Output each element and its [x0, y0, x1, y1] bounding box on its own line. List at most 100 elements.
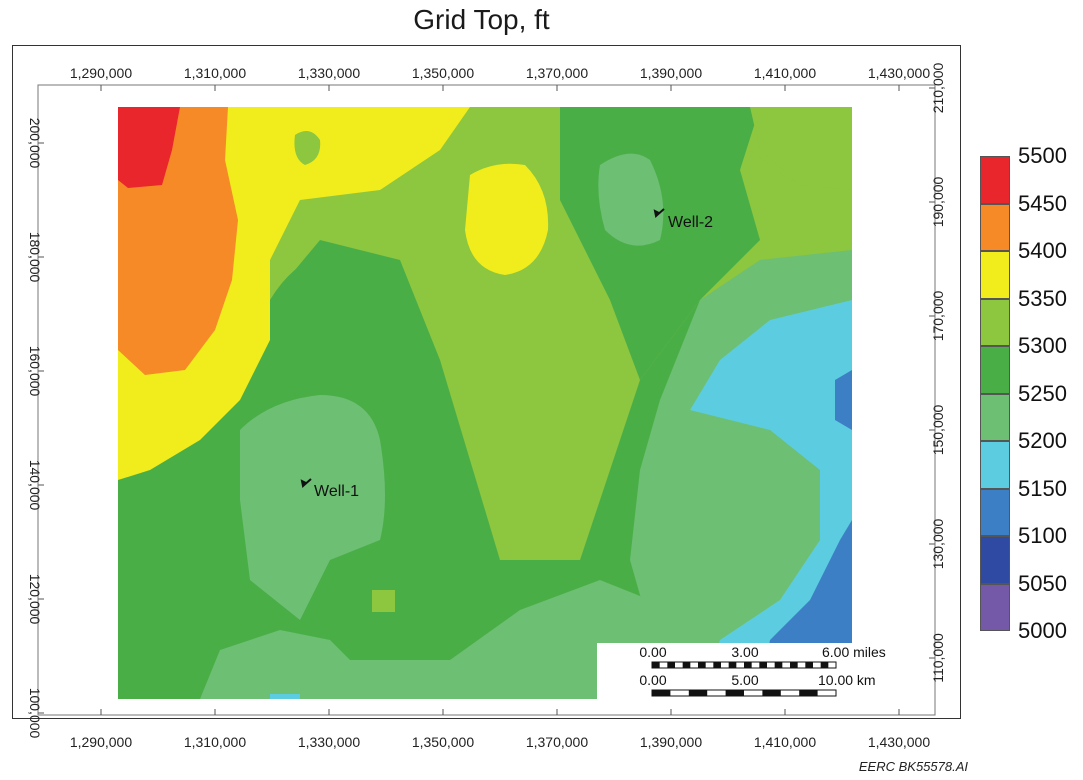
y-tick-label-left-5: 100,000: [27, 688, 43, 739]
x-tick-label-top-0: 1,290,000: [70, 65, 132, 81]
legend-swatch-1: [980, 203, 1010, 251]
well-1-marker[interactable]: Well-1: [300, 478, 359, 500]
region-5450-nw: [118, 107, 180, 188]
y-tick-label-left-3: 140,000: [27, 460, 43, 511]
y-tick-label-right-4: 130,000: [930, 518, 946, 569]
legend-swatch-4: [980, 346, 1010, 394]
y-tick-label-right-2: 170,000: [930, 290, 946, 341]
scale-km-label-1: 5.00: [731, 672, 758, 688]
y-tick-label-right-3: 150,000: [930, 404, 946, 455]
x-axis-bottom: 1,290,000 1,310,000 1,330,000 1,350,000 1,37…: [70, 709, 930, 750]
km-bar-segment-0: [652, 690, 671, 696]
legend-label-5: 5250: [1018, 380, 1067, 406]
x-tick-label-top-7: 1,430,000: [868, 65, 930, 81]
y-axis-right: 210,000 190,000 170,000 150,000 130,000 110,0…: [929, 62, 946, 683]
region-5300-spot: [372, 590, 395, 612]
legend-swatch-9: [980, 583, 1010, 631]
scale-km-label-0: 0.00: [639, 672, 666, 688]
miles-bar-segment-16: [774, 662, 783, 668]
well-1-label: Well-1: [314, 483, 359, 500]
miles-bar-segment-22: [820, 662, 829, 668]
miles-bar-segment-4: [682, 662, 691, 668]
y-tick-label-right-0: 210,000: [930, 62, 946, 113]
region-5100-east2: [835, 370, 852, 430]
y-tick-label-left-0: 200,000: [27, 118, 43, 169]
miles-bar-segment-12: [744, 662, 752, 668]
legend-swatch-6: [980, 441, 1010, 489]
legend-label-1: 5450: [1018, 190, 1067, 216]
miles-bar-segment-8: [713, 662, 721, 668]
y-tick-label-right-5: 110,000: [930, 633, 946, 683]
miles-bar-segment-0: [652, 662, 660, 668]
x-tick-label-top-6: 1,410,000: [754, 65, 816, 81]
x-tick-label-bottom-1: 1,310,000: [184, 734, 246, 750]
legend-swatch-7: [980, 488, 1010, 536]
x-tick-label-bottom-5: 1,390,000: [640, 734, 702, 750]
well-2-label: Well-2: [668, 214, 713, 231]
y-axis-left: 200,000 180,000 160,000 140,000 120,000 100,0…: [27, 118, 44, 739]
legend-label-9: 5050: [1018, 570, 1067, 596]
x-tick-label-top-3: 1,350,000: [412, 65, 474, 81]
legend-swatch-3: [980, 298, 1010, 346]
region-5200-well2: [598, 153, 664, 246]
region-5200-south: [200, 580, 720, 699]
miles-bar-segment-20: [805, 662, 813, 668]
x-axis-top: 1,290,000 1,310,000 1,330,000 1,350,000 1,37…: [70, 65, 930, 91]
y-tick-label-left-1: 180,000: [27, 232, 43, 283]
legend-swatch-0: [980, 156, 1010, 204]
map-title: Grid Top, ft: [413, 4, 550, 35]
y-tick-label-left-2: 160,000: [27, 346, 43, 397]
y-tick-label-left-4: 120,000: [27, 574, 43, 625]
scale-miles-label-2: 6.00 miles: [822, 644, 886, 660]
legend-label-3: 5350: [1018, 285, 1067, 311]
region-5200-se-spot: [270, 694, 300, 699]
x-tick-label-top-1: 1,310,000: [184, 65, 246, 81]
legend: 5500 5450 5400 5350 5300 5250 5200 5150 5100 5050…: [980, 145, 1080, 643]
km-bar-segment-8: [799, 690, 818, 696]
legend-label-8: 5100: [1018, 523, 1067, 548]
legend-label-4: 5300: [1018, 333, 1067, 358]
miles-bar-segment-6: [698, 662, 706, 668]
well-2-icon: [653, 208, 665, 219]
map-frame: [12, 45, 961, 719]
x-tick-label-bottom-7: 1,430,000: [868, 734, 930, 750]
legend-label-7: 5150: [1018, 475, 1067, 501]
well-2-marker[interactable]: Well-2: [653, 208, 713, 231]
scale-km-label-2: 10.00 km: [818, 672, 876, 688]
scale-km-bar: [651, 689, 837, 697]
contour-regions: [118, 107, 852, 699]
scale-miles-label-1: 3.00: [731, 644, 758, 660]
miles-bar-segment-18: [790, 662, 798, 668]
region-5300-nw-spot: [294, 131, 321, 165]
x-tick-label-bottom-6: 1,410,000: [754, 734, 816, 750]
x-tick-label-top-4: 1,370,000: [526, 65, 588, 81]
miles-bar-segment-2: [667, 662, 675, 668]
x-tick-label-bottom-4: 1,370,000: [526, 734, 588, 750]
x-tick-label-top-2: 1,330,000: [298, 65, 360, 81]
region-5200-well1: [240, 395, 385, 620]
footer-credit: EERC BK55578.AI: [858, 759, 968, 774]
km-bar-segment-4: [725, 690, 744, 696]
legend-swatch-8: [980, 536, 1010, 584]
well-1-icon: [300, 478, 312, 489]
scale-miles-label-0: 0.00: [639, 644, 666, 660]
x-tick-label-bottom-3: 1,350,000: [412, 734, 474, 750]
legend-label-6: 5200: [1018, 428, 1067, 453]
legend-label-10: 5000: [1018, 618, 1067, 643]
legend-label-0: 5500: [1018, 143, 1067, 168]
y-tick-label-right-1: 190,000: [930, 176, 946, 227]
km-bar-segment-6: [762, 690, 781, 696]
legend-swatch-2: [980, 251, 1010, 299]
legend-swatch-5: [980, 393, 1010, 441]
scale-bar: 0.00 3.00 6.00 miles 0.00 5.00 10.00 km: [597, 643, 886, 699]
frame-inner: [37, 84, 936, 716]
legend-label-2: 5400: [1018, 238, 1067, 263]
x-tick-label-bottom-2: 1,330,000: [298, 734, 360, 750]
km-bar-segment-2: [688, 690, 708, 696]
x-tick-label-bottom-0: 1,290,000: [70, 734, 132, 750]
region-5300-ne2: [750, 107, 852, 190]
miles-bar-segment-14: [759, 662, 767, 668]
miles-bar-segment-10: [728, 662, 737, 668]
region-5350-center: [465, 163, 549, 275]
